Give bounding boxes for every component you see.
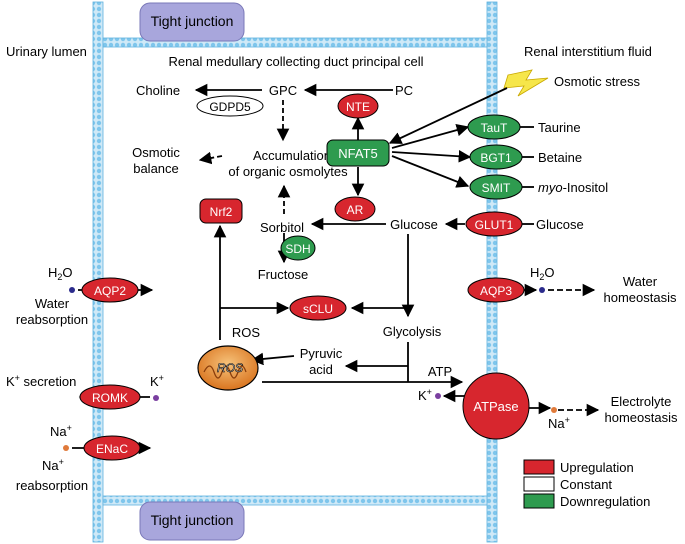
interstitium-label: Renal interstitium fluid xyxy=(524,44,652,59)
legend-label-0: Upregulation xyxy=(560,460,634,475)
h2o-left-dot xyxy=(69,287,75,293)
aqp2-label: AQP2 xyxy=(94,284,126,298)
ar-node: AR xyxy=(334,196,376,222)
enac-label: ENaC xyxy=(96,442,128,456)
pc-label: PC xyxy=(395,83,413,98)
lightning-icon xyxy=(503,69,549,97)
h2o-right-dot xyxy=(539,287,545,293)
pyruvic-line2: acid xyxy=(309,362,333,377)
ros-label: ROS xyxy=(232,325,261,340)
pyruvic-line1: Pyruvic xyxy=(300,346,343,361)
legend-swatch-1 xyxy=(523,476,555,492)
legend-swatch-2 xyxy=(523,493,555,509)
nfat5-node: NFAT5 xyxy=(326,139,390,167)
mitochondrion: ROS xyxy=(197,345,259,391)
accumulation-line1: Accumulation xyxy=(253,148,331,163)
fructose-label: Fructose xyxy=(258,267,309,282)
osmotic-balance-line1: Osmotic xyxy=(132,145,180,160)
taurine-label: Taurine xyxy=(538,120,581,135)
aqp3-label: AQP3 xyxy=(480,284,512,298)
betaine-label: Betaine xyxy=(538,150,582,165)
sclu-label: sCLU xyxy=(303,302,333,316)
na-reabs-line2: reabsorption xyxy=(16,478,88,493)
taut-label: TauT xyxy=(481,121,508,135)
myo-inositol-label: myo-Inositol xyxy=(538,180,608,195)
nte-node: NTE xyxy=(337,93,379,119)
nte-label: NTE xyxy=(346,100,370,114)
legend-swatch-0 xyxy=(523,459,555,475)
gdpd5-label: GDPD5 xyxy=(209,100,251,114)
osmotic-balance-line2: balance xyxy=(133,161,179,176)
h2o-right-label: H2O xyxy=(530,265,555,282)
bgt1-node: BGT1 xyxy=(469,144,523,170)
na-reabs-line1: Na+ xyxy=(42,457,64,473)
romk-label: ROMK xyxy=(92,391,128,405)
glut1-label: GLUT1 xyxy=(475,218,514,232)
bgt1-label: BGT1 xyxy=(480,151,512,165)
myo-italic: myo xyxy=(538,180,563,195)
atpase-node: ATPase xyxy=(462,372,530,440)
glut1-node: GLUT1 xyxy=(465,211,523,237)
sdh-node: SDH xyxy=(280,235,316,261)
smit-node: SMIT xyxy=(469,174,523,200)
water-homeo-line1: Water xyxy=(623,274,658,289)
nfat5-label: NFAT5 xyxy=(338,146,378,161)
tight-junction-top: Tight junction xyxy=(139,2,245,42)
ros-mito-label: ROS xyxy=(217,361,243,375)
atp-label: ATP xyxy=(428,364,452,379)
water-reabs-line2: reabsorption xyxy=(16,312,88,327)
cell-title: Renal medullary collecting duct principa… xyxy=(168,54,423,69)
smit-label: SMIT xyxy=(482,181,511,195)
legend-label-2: Downregulation xyxy=(560,494,650,509)
ar-label: AR xyxy=(347,203,364,217)
cell-membrane xyxy=(92,1,498,543)
k-secretion-label: K+ secretion xyxy=(6,373,76,389)
osmotic-stress-label: Osmotic stress xyxy=(554,74,640,89)
romk-node: ROMK xyxy=(79,384,141,410)
k-left-dot xyxy=(153,395,159,401)
nrf2-label: Nrf2 xyxy=(210,205,233,219)
na-right-dot xyxy=(551,407,557,413)
na-left-label: Na+ xyxy=(50,423,72,439)
h2o-left-label: H2O xyxy=(48,265,73,282)
taut-node: TauT xyxy=(467,114,521,140)
water-reabs-line1: Water xyxy=(35,296,70,311)
gdpd5-node: GDPD5 xyxy=(196,95,264,117)
sclu-node: sCLU xyxy=(289,295,347,321)
sdh-label: SDH xyxy=(285,242,310,256)
gpc-label: GPC xyxy=(269,83,297,98)
tight-junction-top-label: Tight junction xyxy=(151,13,234,29)
aqp3-node: AQP3 xyxy=(467,277,525,303)
legend-label-1: Constant xyxy=(560,477,612,492)
osmotic-stress: Osmotic stress xyxy=(503,69,640,97)
urinary-lumen-label: Urinary lumen xyxy=(6,44,87,59)
glycolysis-label: Glycolysis xyxy=(383,324,442,339)
sorbitol-label: Sorbitol xyxy=(260,220,304,235)
glucose-out-label: Glucose xyxy=(536,217,584,232)
electrolyte-line1: Electrolyte xyxy=(611,394,672,409)
electrolyte-line2: homeostasis xyxy=(605,410,678,425)
tight-junction-bottom: Tight junction xyxy=(139,501,245,541)
k-right-label: K+ xyxy=(418,387,432,403)
nrf2-node: Nrf2 xyxy=(199,198,243,224)
choline-label: Choline xyxy=(136,83,180,98)
k-right-dot xyxy=(435,393,441,399)
accumulation-line2: of organic osmolytes xyxy=(228,164,348,179)
water-homeo-line2: homeostasis xyxy=(604,290,677,305)
myo-rest: -Inositol xyxy=(563,180,609,195)
enac-node: ENaC xyxy=(83,435,141,461)
atpase-label: ATPase xyxy=(473,399,518,414)
glucose-in-label: Glucose xyxy=(390,217,438,232)
na-right-label: Na+ xyxy=(548,415,570,431)
na-left-dot xyxy=(63,445,69,451)
aqp2-node: AQP2 xyxy=(81,277,139,303)
k-left-label: K+ xyxy=(150,373,164,389)
tight-junction-bottom-label: Tight junction xyxy=(151,512,234,528)
